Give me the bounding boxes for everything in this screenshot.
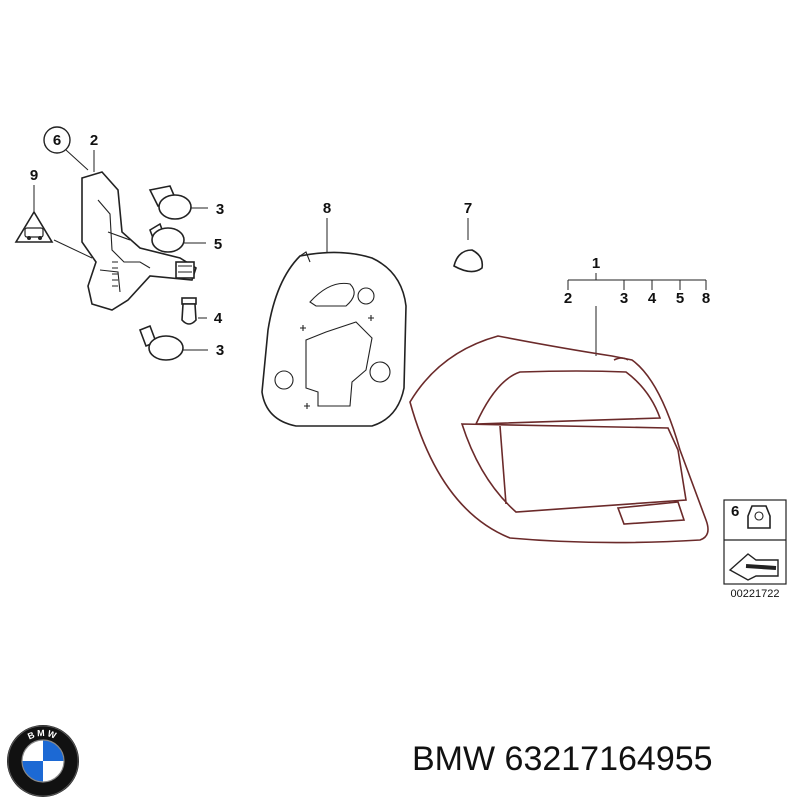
legend-box: 6 00221722	[723, 499, 787, 600]
gasket-markers	[300, 315, 374, 409]
lamp-upper-section	[474, 370, 662, 425]
bulb-top	[148, 185, 192, 220]
reference-number: 00221722	[731, 588, 780, 600]
bulb-middle	[149, 222, 185, 253]
tree-item-5: 5	[676, 290, 684, 307]
callout-7: 7	[464, 200, 472, 217]
cap	[453, 249, 484, 273]
tail-lamp-assembly: 1 2 3 4 5 8	[409, 255, 710, 544]
callout-3b: 3	[216, 342, 224, 359]
socket	[175, 261, 195, 279]
nut-icon	[747, 505, 771, 529]
lamp-clip	[613, 357, 629, 361]
svg-text:BMW: BMW	[26, 728, 59, 742]
bulb-holder-assembly: 6 2 9 3 5	[14, 126, 224, 361]
tree-item-2: 2	[564, 290, 572, 307]
footer-caption: BMW 63217164955	[412, 740, 713, 779]
callout-6-top: 6	[53, 132, 61, 149]
lamp-reflector	[616, 501, 686, 525]
callout-3a: 3	[216, 201, 224, 218]
gasket-hole-left	[274, 370, 294, 390]
tree-item-8: 8	[702, 290, 710, 307]
callout-5: 5	[214, 236, 222, 253]
carrier-detail-1	[97, 199, 151, 269]
tree-item-3: 3	[620, 290, 628, 307]
cap-assembly: 7	[453, 200, 484, 273]
gasket-top-opening	[309, 282, 355, 307]
footer-part-number: 63217164955	[504, 740, 713, 778]
gasket-tab	[299, 251, 311, 263]
arrow-icon	[728, 553, 779, 581]
lamp-housing	[409, 335, 709, 544]
bulb-small	[181, 297, 197, 325]
callout-4: 4	[214, 310, 223, 327]
callout-1: 1	[592, 255, 600, 272]
gasket-assembly: 8	[261, 200, 407, 427]
leader-6	[65, 149, 89, 171]
callout-2-top: 2	[90, 132, 98, 149]
gasket-hole-top-right	[357, 287, 375, 305]
bulb-bottom	[138, 324, 184, 361]
contact-springs	[112, 261, 118, 287]
callout-tree	[567, 273, 707, 290]
callout-circle-6	[43, 126, 71, 154]
bmw-logo: BMW	[7, 725, 79, 797]
gasket-center-opening	[305, 321, 373, 407]
carrier-detail-2	[99, 269, 121, 293]
gasket-hole-right	[369, 361, 391, 383]
carrier-plate	[81, 171, 197, 311]
leader-9b	[53, 239, 93, 259]
tree-item-4: 4	[648, 290, 657, 307]
lamp-middle-section	[460, 423, 687, 513]
footer-brand: BMW	[412, 740, 496, 778]
lamp-divider	[499, 425, 507, 505]
gasket	[261, 251, 407, 427]
callout-6-box: 6	[731, 503, 739, 520]
carrier-detail-3	[107, 231, 131, 241]
logo-letters: BMW	[26, 728, 57, 742]
callout-9: 9	[30, 167, 38, 184]
warning-triangle-icon	[14, 210, 54, 243]
callout-8-top: 8	[323, 200, 331, 217]
